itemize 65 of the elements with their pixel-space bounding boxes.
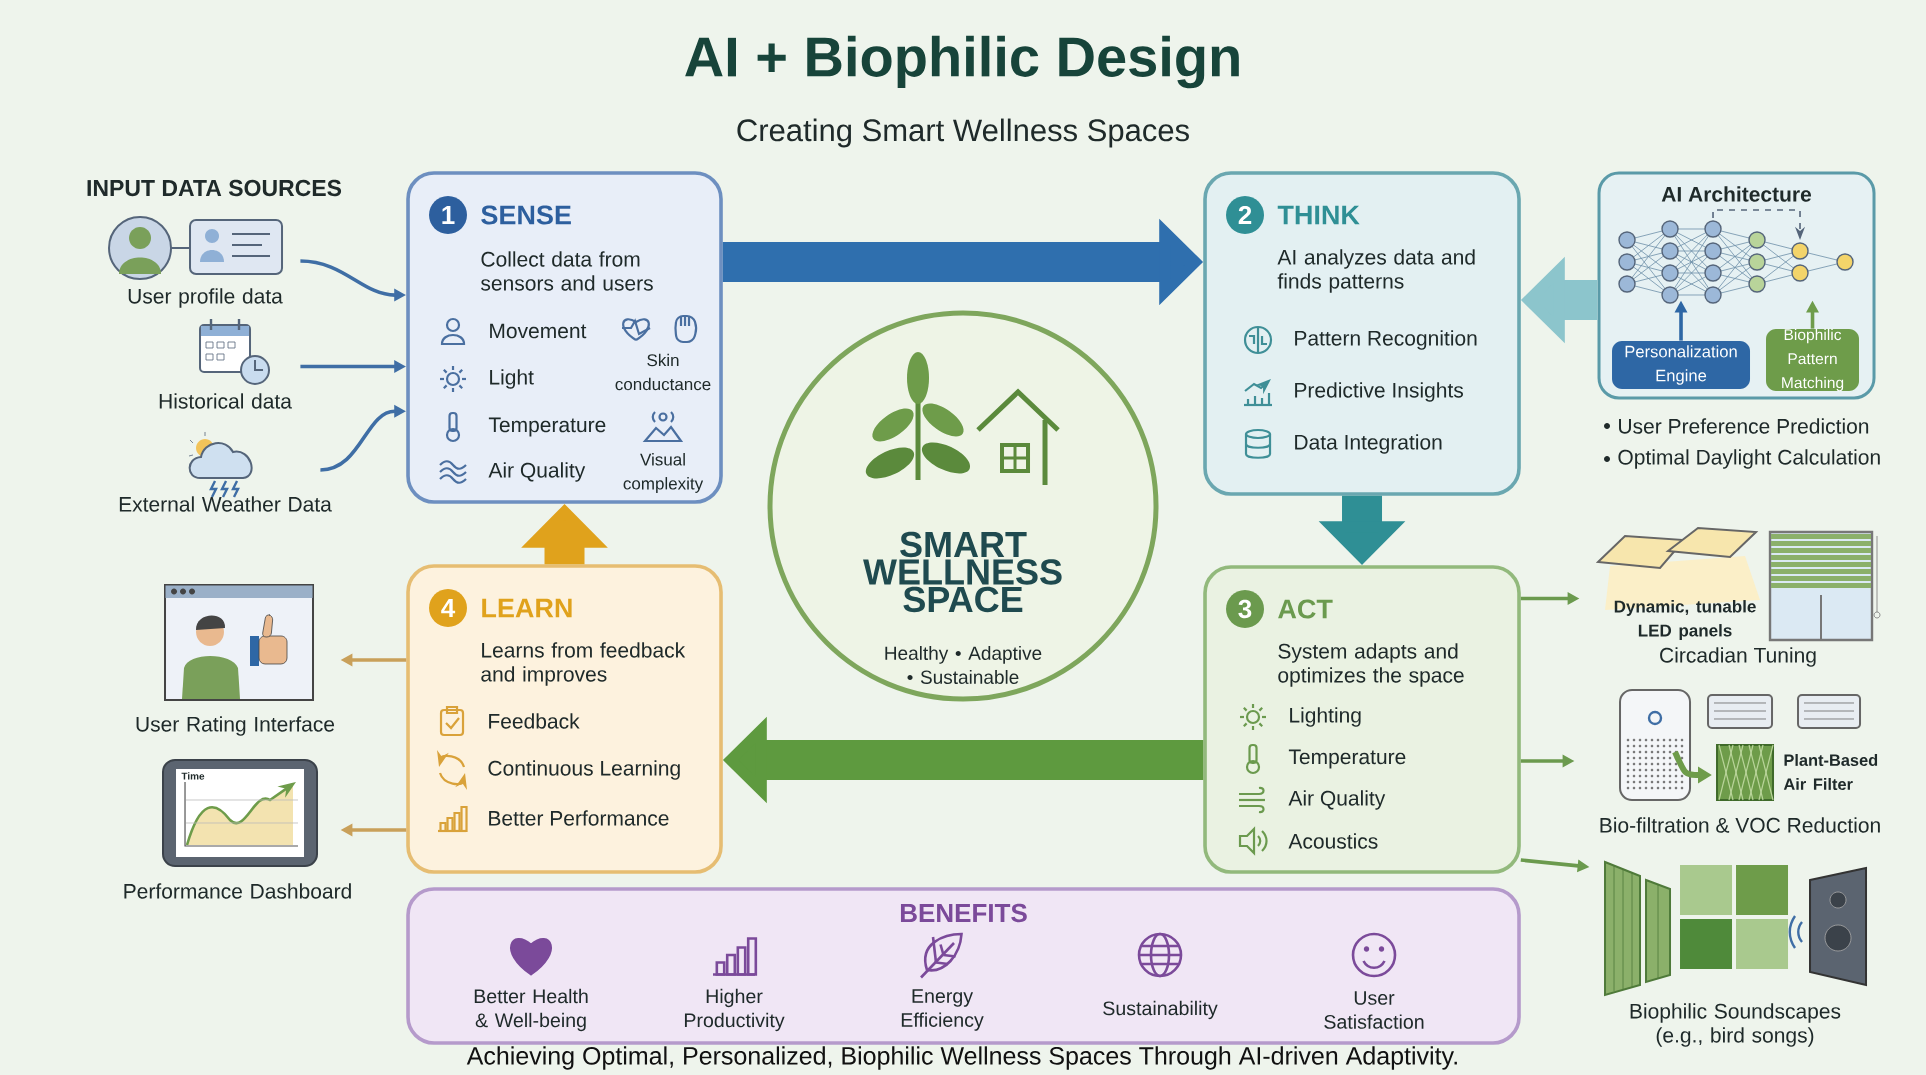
benefit-item: Higher Productivity bbox=[684, 988, 785, 1032]
feature-item: Better Performance bbox=[489, 810, 669, 826]
caption: Achieving Optimal, Personalized, Biophilic Wellness Spaces Through AI-driven Adaptivity. bbox=[466, 1046, 1457, 1070]
module-label: Personalization Engine bbox=[1625, 345, 1737, 385]
benefit-item: Better Health & Well-being bbox=[474, 988, 588, 1032]
step-number-badge: 3 bbox=[1226, 590, 1264, 628]
panel-heading: BENEFITS bbox=[900, 903, 1027, 923]
benefit-item: Sustainability bbox=[1103, 1000, 1218, 1020]
subtitle: Creating Smart Wellness Spaces bbox=[737, 118, 1189, 148]
panel-description: AI analyzes data and finds patterns bbox=[1277, 249, 1475, 293]
source-label: User profile data bbox=[128, 288, 283, 308]
module-box bbox=[1766, 328, 1859, 392]
panel-heading: LEARN bbox=[482, 598, 572, 618]
feature-item: Movement bbox=[490, 323, 587, 339]
axis-label: Time bbox=[181, 772, 205, 780]
step-number-badge: 1 bbox=[429, 196, 467, 234]
panel-description: Learns from feedback and improves bbox=[481, 642, 686, 686]
process-panel bbox=[406, 171, 723, 504]
benefits-panel bbox=[406, 887, 1521, 1045]
output-label: Circadian Tuning bbox=[1660, 647, 1816, 667]
feature-item: Lighting bbox=[1290, 707, 1361, 727]
feature-item: Acoustics bbox=[1288, 833, 1378, 849]
module-box bbox=[1612, 341, 1750, 389]
panel-heading: AI Architecture bbox=[1661, 186, 1811, 202]
step-number-badge: 2 bbox=[1226, 196, 1264, 234]
benefit-item: Energy Efficiency bbox=[901, 989, 984, 1031]
bullet-item: Optimal Daylight Calculation bbox=[1604, 449, 1880, 469]
feature-item: Pattern Recognition bbox=[1295, 330, 1477, 350]
process-panel bbox=[1203, 171, 1521, 496]
caption-text: Plant-Based Air Filter bbox=[1783, 753, 1878, 790]
neural-network-drawing bbox=[1618, 209, 1854, 304]
title: AI + Biophilic Design bbox=[685, 35, 1239, 89]
process-panel bbox=[1203, 565, 1521, 874]
panel-description: System adapts and optimizes the space bbox=[1278, 643, 1464, 687]
hub-tagline: Healthy • Adaptive • Sustainable bbox=[885, 646, 1042, 684]
source-label: Performance Dashboard bbox=[124, 883, 351, 899]
panel-heading: THINK bbox=[1277, 205, 1360, 225]
source-label: External Weather Data bbox=[119, 496, 332, 512]
output-label: Biophilic Soundscapes (e.g., bird songs) bbox=[1630, 1003, 1841, 1047]
feature-item: Light bbox=[490, 369, 534, 389]
section-heading: INPUT DATA SOURCES bbox=[87, 179, 342, 197]
caption-text: Dynamic, tunable LED panels bbox=[1614, 600, 1756, 640]
feature-item: Data Integration bbox=[1295, 434, 1442, 454]
feature-item: Air Quality bbox=[488, 462, 586, 482]
bullet-item: User Preference Prediction bbox=[1604, 418, 1869, 434]
process-panel bbox=[406, 564, 723, 874]
feature-item: Predictive Insights bbox=[1295, 382, 1463, 402]
panel-heading: ACT bbox=[1278, 599, 1333, 619]
hub-circle bbox=[767, 310, 1159, 702]
feature-item: Continuous Learning bbox=[488, 760, 680, 780]
panel-heading: SENSE bbox=[481, 205, 571, 225]
feature-item: Skin conductance bbox=[615, 353, 711, 391]
feature-item: Visual complexity bbox=[623, 453, 704, 493]
output-label: Bio-filtration & VOC Reduction bbox=[1600, 817, 1880, 833]
feature-item: Air Quality bbox=[1288, 790, 1386, 810]
feature-item: Feedback bbox=[489, 713, 580, 729]
panel-description: Collect data from sensors and users bbox=[481, 251, 653, 291]
source-label: User Rating Interface bbox=[136, 716, 335, 736]
feature-item: Temperature bbox=[1288, 749, 1406, 769]
module-label: Biophilic Pattern Matching bbox=[1782, 328, 1844, 392]
feature-item: Temperature bbox=[488, 417, 606, 437]
hub-title: SMART WELLNESS SPACE bbox=[863, 531, 1062, 613]
source-label: Historical data bbox=[159, 393, 292, 409]
step-number-badge: 4 bbox=[429, 589, 467, 627]
benefit-item: User Satisfaction bbox=[1324, 991, 1424, 1029]
